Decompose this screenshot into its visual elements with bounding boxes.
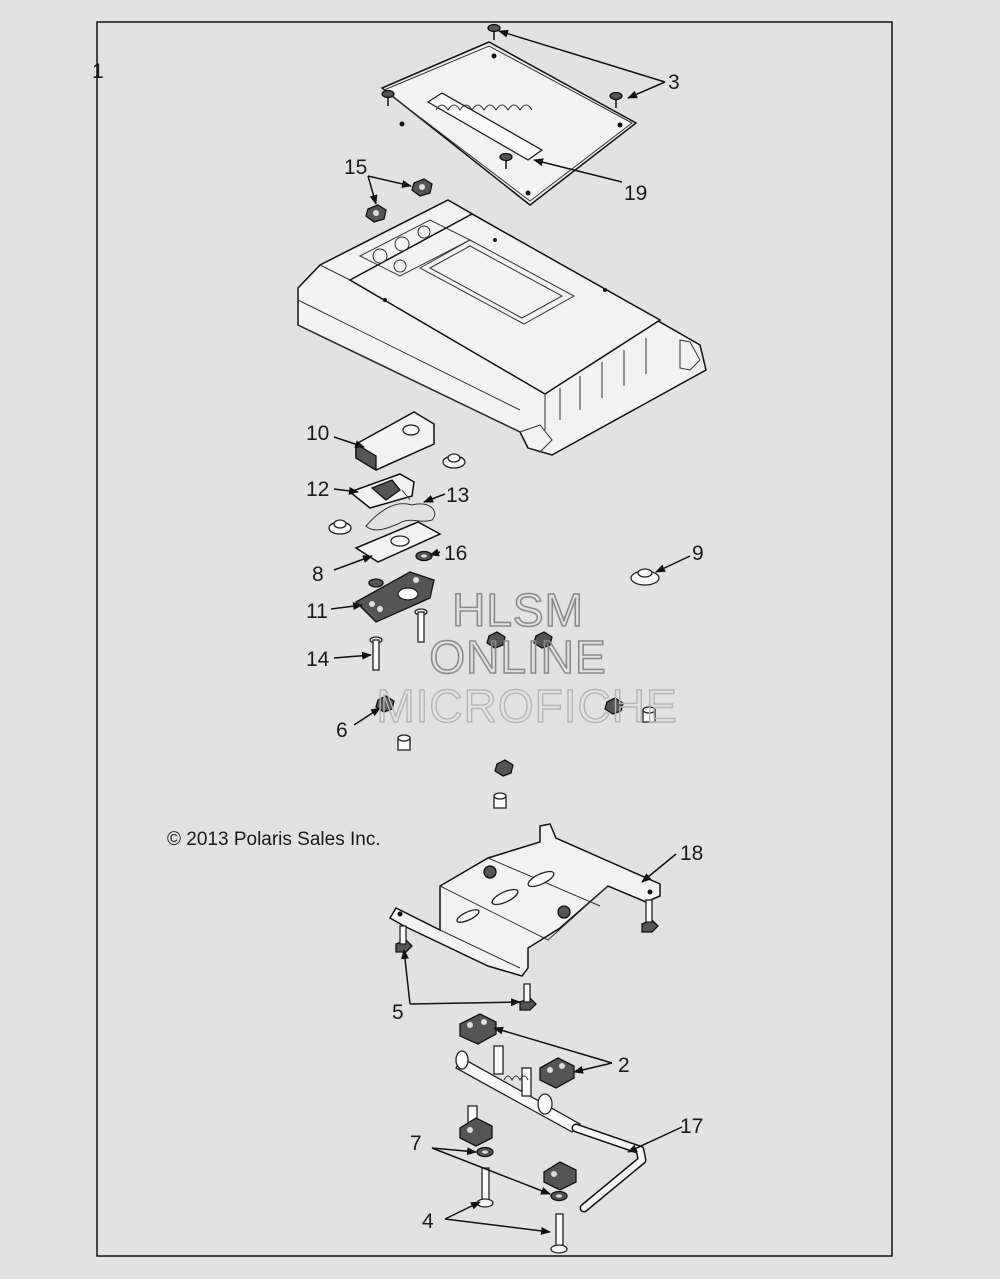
callout-3: 3 <box>668 71 680 94</box>
screw <box>487 23 501 40</box>
spacer <box>642 706 656 723</box>
washer <box>550 1190 568 1202</box>
callout-6: 6 <box>336 719 348 742</box>
bolt <box>476 1167 494 1208</box>
slider-clamp <box>539 1057 575 1089</box>
bolt <box>369 636 383 671</box>
callout-12: 12 <box>306 478 329 501</box>
callout-8: 8 <box>312 563 324 586</box>
nut <box>604 697 624 715</box>
callout-11: 11 <box>306 600 328 623</box>
bolt <box>519 983 537 1011</box>
bolt <box>641 899 659 933</box>
callout-9: 9 <box>692 542 704 565</box>
screw <box>381 89 395 106</box>
callout-16: 16 <box>444 542 467 565</box>
screw <box>609 91 623 108</box>
callout-17: 17 <box>680 1115 703 1138</box>
watermark-line-1: HLSM <box>452 584 584 636</box>
slider-clamp <box>459 1013 497 1045</box>
nut <box>494 759 514 777</box>
callout-14: 14 <box>306 648 330 671</box>
latch-base <box>354 571 435 623</box>
seat-bracket <box>388 823 661 977</box>
washer <box>368 578 384 588</box>
washer <box>415 550 433 562</box>
callout-18: 18 <box>680 842 703 865</box>
screw <box>499 152 513 169</box>
washer <box>476 1146 494 1158</box>
nut <box>365 204 387 223</box>
grommet <box>442 453 466 469</box>
latch-spring <box>365 503 436 531</box>
bolt <box>395 925 413 953</box>
spacer <box>397 734 411 751</box>
callout-15: 15 <box>344 156 367 179</box>
callout-5: 5 <box>392 1001 404 1024</box>
callout-2: 2 <box>618 1054 630 1077</box>
copyright-text: © 2013 Polaris Sales Inc. <box>167 829 381 850</box>
nut <box>533 631 553 649</box>
callout-4: 4 <box>422 1210 434 1233</box>
spacer <box>493 792 507 809</box>
leader-lines <box>330 29 691 1235</box>
callout-19: 19 <box>624 182 647 205</box>
diagram-frame <box>96 21 893 1257</box>
latch-cover <box>355 411 435 472</box>
latch <box>348 473 415 509</box>
cover-plate <box>380 41 638 206</box>
grommet <box>630 568 660 586</box>
nut <box>486 631 506 649</box>
seat-base-housing <box>297 199 707 456</box>
bolt <box>414 608 428 643</box>
callout-1: 1 <box>92 60 104 83</box>
callout-7: 7 <box>410 1132 422 1155</box>
callout-10: 10 <box>306 422 329 445</box>
grommet <box>328 519 352 535</box>
release-rod <box>571 1123 647 1213</box>
watermark-line-3: MICROFICHE <box>376 680 677 732</box>
bolt <box>550 1213 568 1254</box>
slider-clamp <box>459 1117 493 1147</box>
nut <box>411 178 433 197</box>
callout-13: 13 <box>446 484 469 507</box>
slider-clamp <box>543 1161 577 1191</box>
watermark-line-2: ONLINE <box>429 631 606 683</box>
